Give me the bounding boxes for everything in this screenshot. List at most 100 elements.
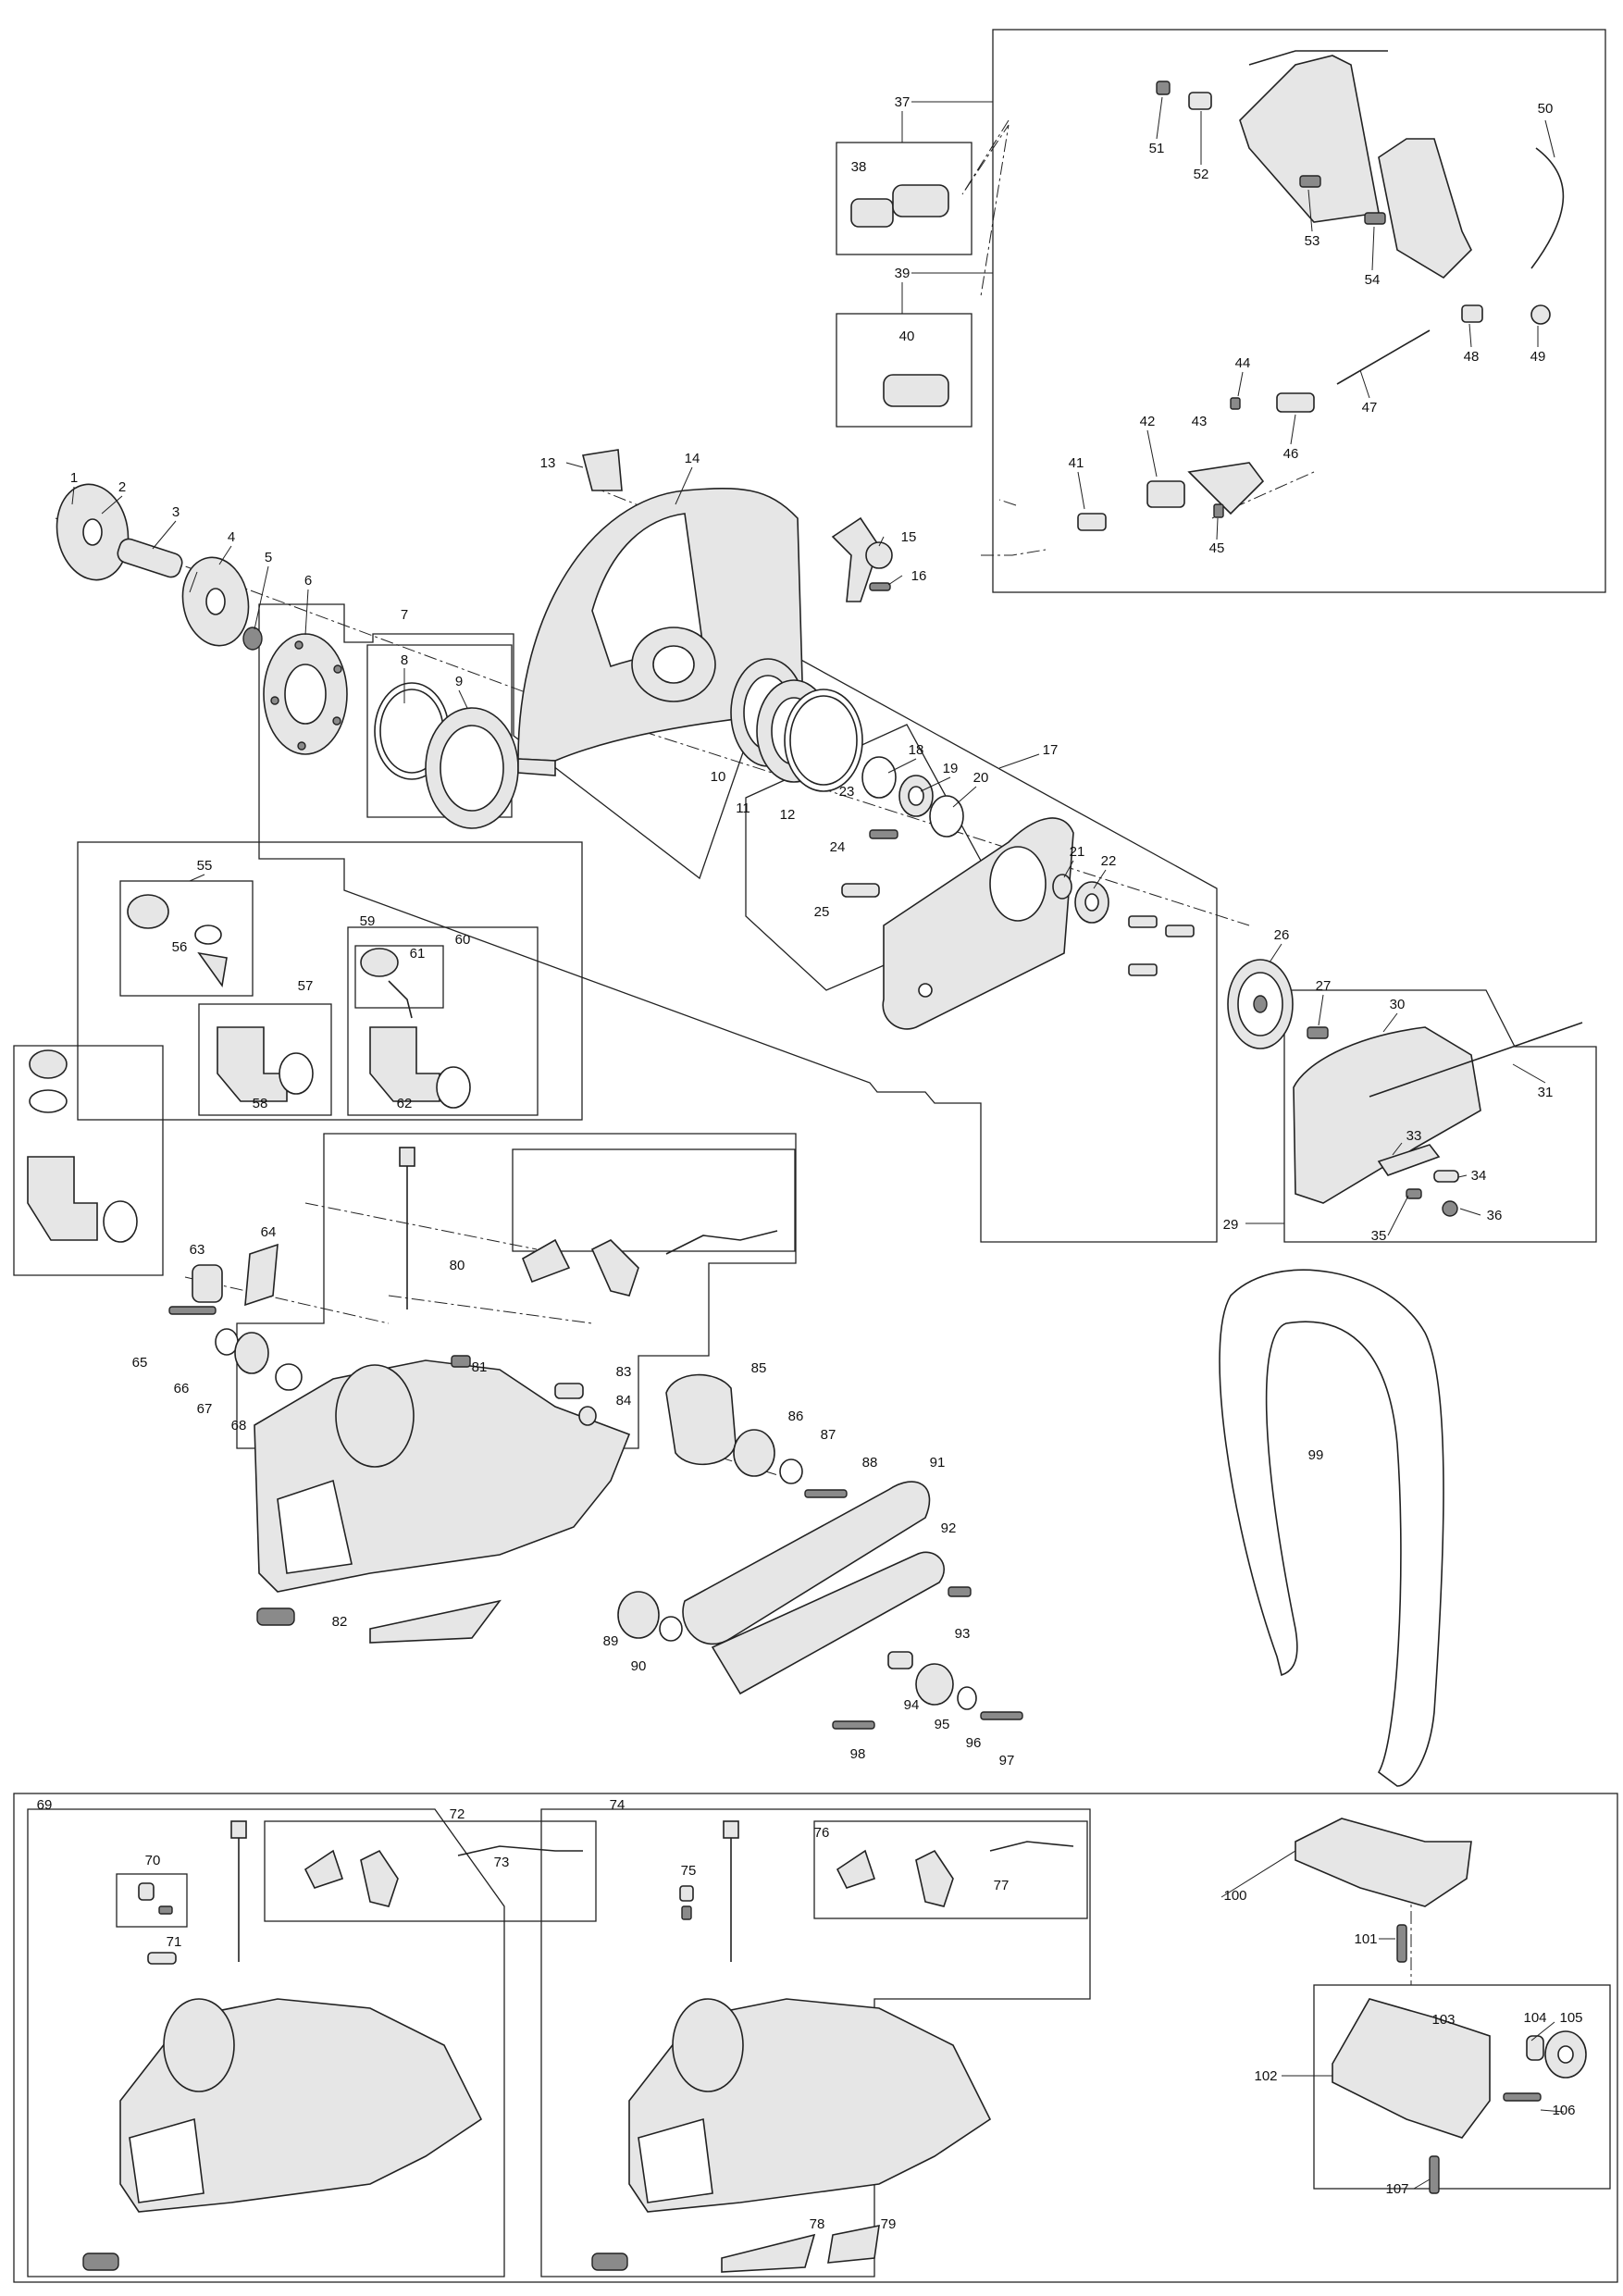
callout-label: 60 — [455, 932, 471, 948]
screw-53 — [1299, 175, 1321, 188]
rod-31 — [1369, 1022, 1583, 1098]
nozzle-52 — [1188, 92, 1212, 110]
plate-6 — [263, 633, 348, 755]
frame-69 — [27, 1808, 505, 2277]
pin-71 — [147, 1952, 177, 1965]
callout-label: 91 — [930, 1455, 946, 1471]
plate-79 — [827, 2224, 880, 2264]
bolt-65 — [168, 1306, 217, 1315]
disc-flange-parts — [56, 483, 263, 651]
callout-label: 33 — [1406, 1128, 1422, 1144]
frame-handle-mount — [1313, 1984, 1611, 2190]
bolt-106 — [1503, 2092, 1542, 2102]
callout-label: 18 — [909, 742, 924, 758]
tube-47 — [1336, 329, 1431, 385]
callout-label: 48 — [1464, 349, 1480, 365]
callout-label: 17 — [1043, 742, 1059, 758]
screw-45 — [1213, 503, 1224, 518]
callout-label: 30 — [1390, 997, 1406, 1012]
callout-label: 51 — [1149, 141, 1165, 156]
seal-rings-10-12 — [730, 658, 863, 792]
nipple-48 — [1461, 304, 1483, 323]
callout-label: 81 — [472, 1359, 488, 1375]
part-70 — [138, 1882, 155, 1901]
callout-label: 96 — [966, 1735, 982, 1751]
callout-label: 55 — [197, 858, 213, 874]
frame-belt-cover — [1283, 989, 1597, 1243]
callout-label: 6 — [304, 573, 312, 589]
nut-5 — [242, 627, 263, 651]
callout-label: 63 — [190, 1242, 205, 1258]
damper-67 — [234, 1332, 269, 1374]
cable-77 — [989, 1841, 1074, 1852]
washer-87 — [779, 1458, 803, 1484]
rings-8-9 — [374, 682, 519, 829]
main-housing — [168, 1147, 631, 1644]
callout-label: 25 — [814, 904, 830, 920]
bolt-101 — [1396, 1924, 1407, 1963]
callout-label: 56 — [172, 939, 188, 955]
callout-label: 94 — [904, 1697, 920, 1713]
gasket-56 — [194, 925, 222, 945]
housing-variant-74 — [591, 1820, 1074, 2273]
callout-label: 29 — [1223, 1217, 1239, 1233]
foot-82 — [256, 1607, 295, 1626]
callout-label: 85 — [751, 1360, 767, 1376]
callout-label: 86 — [788, 1409, 804, 1424]
frame-water-kit — [992, 29, 1606, 593]
callout-label: 97 — [999, 1753, 1015, 1769]
callout-label: 23 — [839, 784, 855, 800]
bracket-43 — [1187, 462, 1265, 515]
bracket-102 — [1332, 1998, 1491, 2139]
callout-label: 107 — [1385, 2181, 1408, 2197]
connector-38 — [850, 198, 894, 228]
callout-label: 14 — [685, 451, 700, 466]
callout-label: 83 — [616, 1364, 632, 1380]
frame-37 — [836, 142, 973, 255]
callout-label: 104 — [1523, 2010, 1546, 2026]
damper-86 — [733, 1429, 775, 1477]
frame-72 — [264, 1820, 597, 1922]
callout-label: 36 — [1487, 1208, 1503, 1223]
callout-label: 76 — [814, 1825, 830, 1841]
frame-39 — [836, 313, 973, 428]
callout-label: 10 — [711, 769, 726, 785]
elbow-57 — [217, 1026, 288, 1102]
callout-label: 61 — [410, 946, 426, 962]
oring-62 — [436, 1066, 471, 1109]
frame-55 — [119, 880, 254, 997]
screw-81 — [451, 1355, 471, 1368]
callout-label: 21 — [1070, 844, 1085, 860]
callout-label: 105 — [1559, 2010, 1582, 2026]
callout-label: 89 — [603, 1633, 619, 1649]
part-75 — [679, 1885, 694, 1902]
callout-label: 93 — [955, 1626, 971, 1642]
callout-label: 72 — [450, 1806, 465, 1822]
circlip-20 — [929, 795, 964, 838]
callout-label: 31 — [1538, 1085, 1554, 1100]
fitting-41 — [1077, 513, 1107, 531]
pin-83 — [554, 1383, 584, 1399]
arm-91 — [682, 1481, 931, 1645]
callout-label: 13 — [540, 455, 556, 471]
callout-label: 45 — [1209, 540, 1225, 556]
callout-label: 88 — [862, 1455, 878, 1471]
callout-label: 53 — [1305, 233, 1320, 249]
callout-label: 40 — [899, 329, 915, 344]
damper-89 — [617, 1591, 660, 1639]
callout-label: 74 — [610, 1797, 626, 1813]
callout-label: 70 — [145, 1853, 161, 1868]
callout-label: 39 — [895, 266, 911, 281]
callout-label: 20 — [973, 770, 989, 786]
callout-label: 101 — [1354, 1931, 1377, 1947]
oring-58 — [279, 1052, 314, 1095]
callout-label: 2 — [118, 479, 126, 495]
callout-label: 41 — [1069, 455, 1084, 471]
guard-shield-left — [1239, 55, 1380, 223]
callout-label: 52 — [1194, 167, 1209, 182]
damper-95 — [915, 1663, 954, 1706]
connector-40 — [883, 374, 949, 407]
blade-guard-14 — [517, 449, 804, 776]
frame-76 — [813, 1820, 1088, 1919]
